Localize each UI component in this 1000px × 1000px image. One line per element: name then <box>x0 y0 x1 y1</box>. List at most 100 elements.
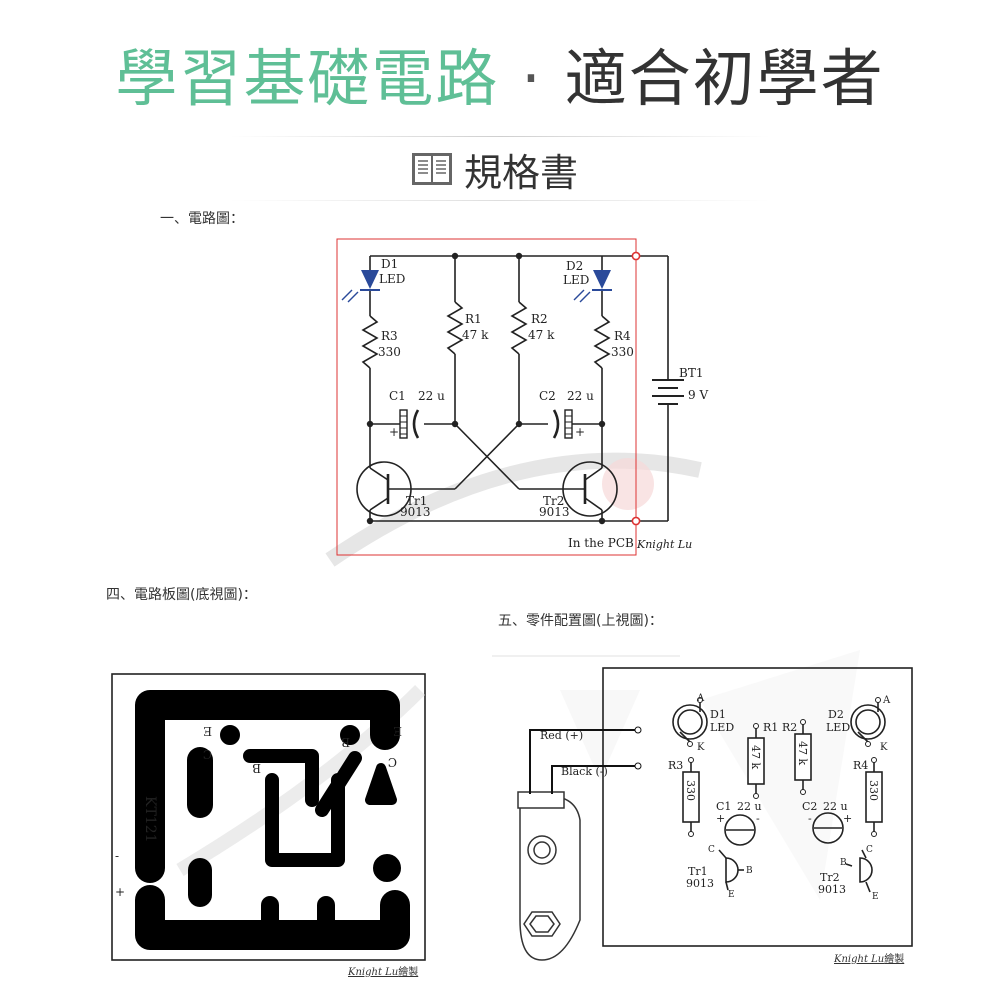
pcb-label-b-left: B <box>252 761 261 775</box>
pcb-credit: Knight Lu繪製 <box>348 963 418 978</box>
layout-tr2-type: 9013 <box>818 883 846 896</box>
r4-ref: R4 <box>614 329 631 343</box>
layout-r2-ref: R2 <box>782 721 797 734</box>
layout-tr2-pin-c: C <box>866 845 873 855</box>
layout-r1-ref: R1 <box>763 721 778 734</box>
r3-value: 330 <box>378 345 401 359</box>
layout-d2-ref: D2 <box>828 708 844 721</box>
r1-value: 47 k <box>462 328 489 342</box>
c1-ref: C1 <box>389 389 406 403</box>
page-title: 學習基礎電路 · 適合初學者 <box>0 28 1000 118</box>
layout-tr1-pin-b: B <box>746 866 753 876</box>
r2-value: 47 k <box>528 328 555 342</box>
pcb-copper-traces <box>135 690 410 950</box>
spec-heading: 規格書 <box>410 144 579 195</box>
layout-tr1-pin-c: C <box>708 845 715 855</box>
layout-tr2-pin-e: E <box>872 892 879 902</box>
layout-c2-ref: C2 <box>802 800 817 813</box>
layout-d1-ref: D1 <box>710 708 726 721</box>
c1-value: 22 u <box>418 389 445 403</box>
layout-r4-ref: R4 <box>853 759 868 772</box>
pcb-label-e-right: E <box>393 724 402 738</box>
layout-r1-value: 47 k <box>749 745 762 769</box>
pcb-label-c-right: C <box>388 755 397 769</box>
title-highlight: 學習基礎電路 <box>115 42 500 115</box>
layout-c1-value: 22 u <box>737 800 762 813</box>
section-pcb-label: 四、電路板圖(底視圖)： <box>106 587 257 603</box>
layout-d1-cathode: K <box>697 742 705 753</box>
layout-d1-anode: A <box>696 693 705 704</box>
pcb-boundary <box>336 238 637 556</box>
layout-c2-minus: - <box>808 812 812 825</box>
layout-tr1-pin-e: E <box>728 890 735 900</box>
watermark-swoosh <box>325 452 702 567</box>
wire-black-label: Black (-) <box>561 765 608 778</box>
layout-credit-name: Knight Lu <box>834 954 885 965</box>
layout-tr1-ref: Tr1 <box>688 865 708 878</box>
d1-ref: D1 <box>381 257 398 271</box>
r3-ref: R3 <box>381 329 398 343</box>
bt1-ref: BT1 <box>679 366 703 380</box>
pcb-label-minus: - <box>115 849 119 863</box>
wire-red-label: Red (+) <box>540 729 583 742</box>
layout-c2-plus: + <box>843 812 852 825</box>
title-separator: · <box>521 42 543 115</box>
divider <box>230 136 770 137</box>
layout-tr2-pin-b: B <box>840 858 847 868</box>
battery-clip <box>517 791 581 961</box>
tr1-ref: Tr1 <box>406 494 427 508</box>
c2-plus: + <box>575 425 585 439</box>
layout-d2-type: LED <box>826 721 850 734</box>
bt1-value: 9 V <box>688 388 708 402</box>
section-layout-label: 五、零件配置圖(上視圖)： <box>498 613 663 629</box>
book-icon <box>412 153 452 185</box>
layout-c1-ref: C1 <box>716 800 731 813</box>
layout-c2-value: 22 u <box>823 800 848 813</box>
pcb-label-c-left: C <box>203 747 212 761</box>
layout-c1-minus: - <box>756 812 760 825</box>
layout-credit-suffix: 繪製 <box>884 954 905 965</box>
pcb-credit-suffix: 繪製 <box>398 967 419 978</box>
pcb-label-e-left: E <box>203 724 212 738</box>
layout-d2-anode: A <box>882 695 891 706</box>
layout-credit: Knight Lu繪製 <box>834 950 904 965</box>
layout-r3-value: 330 <box>684 780 697 801</box>
layout-r2-value: 47 k <box>796 741 809 765</box>
c2-ref: C2 <box>539 389 556 403</box>
tr1-type: 9013 <box>400 505 431 519</box>
layout-c1-plus: + <box>716 812 725 825</box>
pcb-board-id: KT121 <box>142 796 158 843</box>
d2-ref: D2 <box>566 259 583 273</box>
layout-tr1-type: 9013 <box>686 877 714 890</box>
r1-ref: R1 <box>465 312 482 326</box>
c1-plus: + <box>389 425 399 439</box>
spec-title: 規格書 <box>464 150 579 195</box>
d1-type: LED <box>379 272 405 286</box>
pcb-label-plus: + <box>115 885 125 899</box>
c2-value: 22 u <box>567 389 594 403</box>
layout-d2-cathode: K <box>880 742 888 753</box>
layout-d1-type: LED <box>710 721 734 734</box>
layout-r4-value: 330 <box>867 780 880 801</box>
r2-ref: R2 <box>531 312 548 326</box>
tr2-type: 9013 <box>539 505 570 519</box>
d2-type: LED <box>563 273 589 287</box>
layout-r3-ref: R3 <box>668 759 683 772</box>
r4-value: 330 <box>611 345 634 359</box>
tr2-ref: Tr2 <box>543 494 564 508</box>
title-subtitle: 適合初學者 <box>564 42 885 115</box>
layout-tr2-ref: Tr2 <box>820 871 840 884</box>
section-schematic-label: 一、電路圖： <box>160 211 244 227</box>
schematic-signature: Knight Lu <box>636 538 692 551</box>
pcb-credit-name: Knight Lu <box>348 967 399 978</box>
capacitor-c1-symbol <box>399 409 420 439</box>
pcb-label-b-right: B <box>341 735 350 749</box>
led-d2-symbol <box>593 270 611 289</box>
layout-board-outline <box>602 667 913 947</box>
capacitor-c2-symbol <box>552 409 573 439</box>
divider <box>230 200 770 201</box>
watermark-dot <box>602 458 654 510</box>
